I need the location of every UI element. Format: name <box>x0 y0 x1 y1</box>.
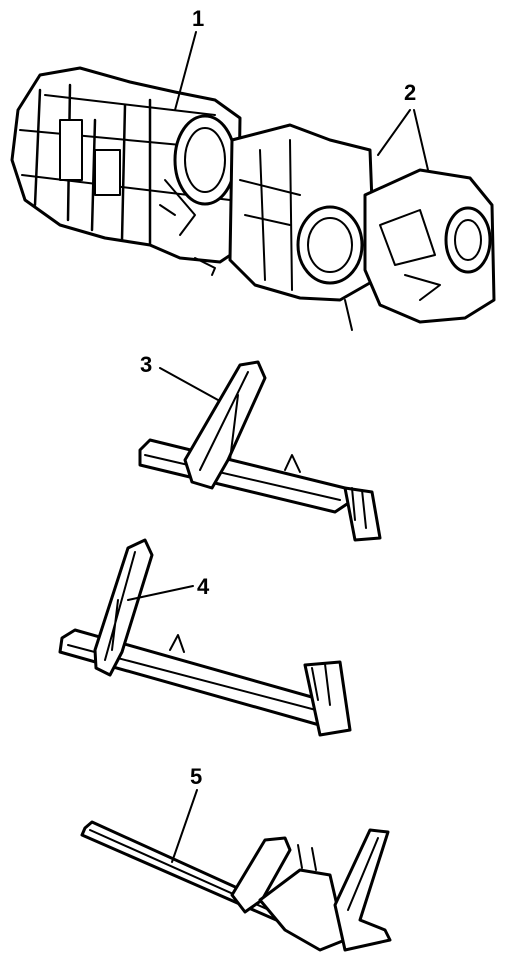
leader-line-3 <box>159 367 219 401</box>
callout-3: 3 <box>140 352 152 377</box>
part-5-shift-fork-rail <box>80 820 392 952</box>
leader-line-2b <box>413 109 429 171</box>
part-1-transmission-case <box>10 66 242 276</box>
callout-4: 4 <box>197 574 210 599</box>
callout-5: 5 <box>190 764 202 789</box>
callout-1: 1 <box>192 6 204 31</box>
part-3-shift-fork-rail <box>138 360 382 542</box>
leader-line-1 <box>174 31 197 111</box>
callouts: 1 2 3 4 5 <box>140 6 416 789</box>
leader-line-4 <box>127 585 194 601</box>
leader-line-5 <box>171 789 198 863</box>
leader-line-2a <box>377 109 411 156</box>
part-4-shift-fork-rail <box>58 538 352 737</box>
part-2-extension-housings <box>228 123 496 331</box>
leader-lines <box>127 31 429 863</box>
callout-2: 2 <box>404 80 416 105</box>
